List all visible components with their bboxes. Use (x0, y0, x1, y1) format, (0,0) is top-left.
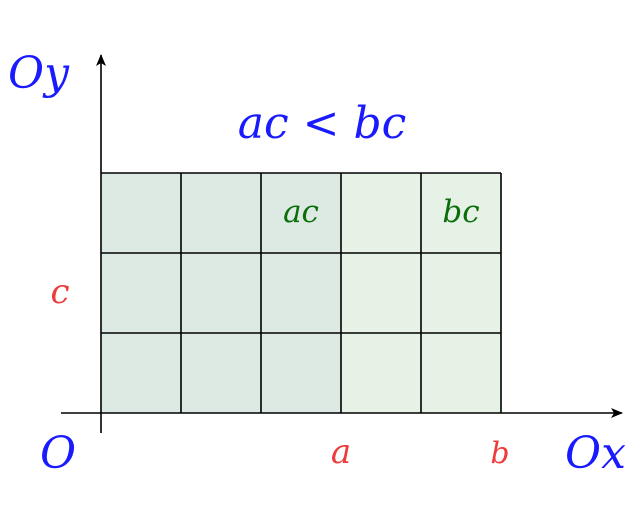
origin-label: O (40, 428, 76, 479)
inequality-title: ac < bc (238, 98, 407, 149)
region-ac (101, 173, 341, 413)
y-axis-label: Oy (8, 48, 70, 99)
x-axis-label: Ox (565, 428, 626, 479)
tick-label-b: b (490, 436, 509, 471)
cell-label-bc: bc (442, 194, 479, 230)
cell-label-ac: ac (283, 194, 319, 230)
grid-lines (101, 172, 502, 413)
tick-label-c: c (50, 272, 69, 312)
tick-label-a: a (331, 432, 351, 472)
